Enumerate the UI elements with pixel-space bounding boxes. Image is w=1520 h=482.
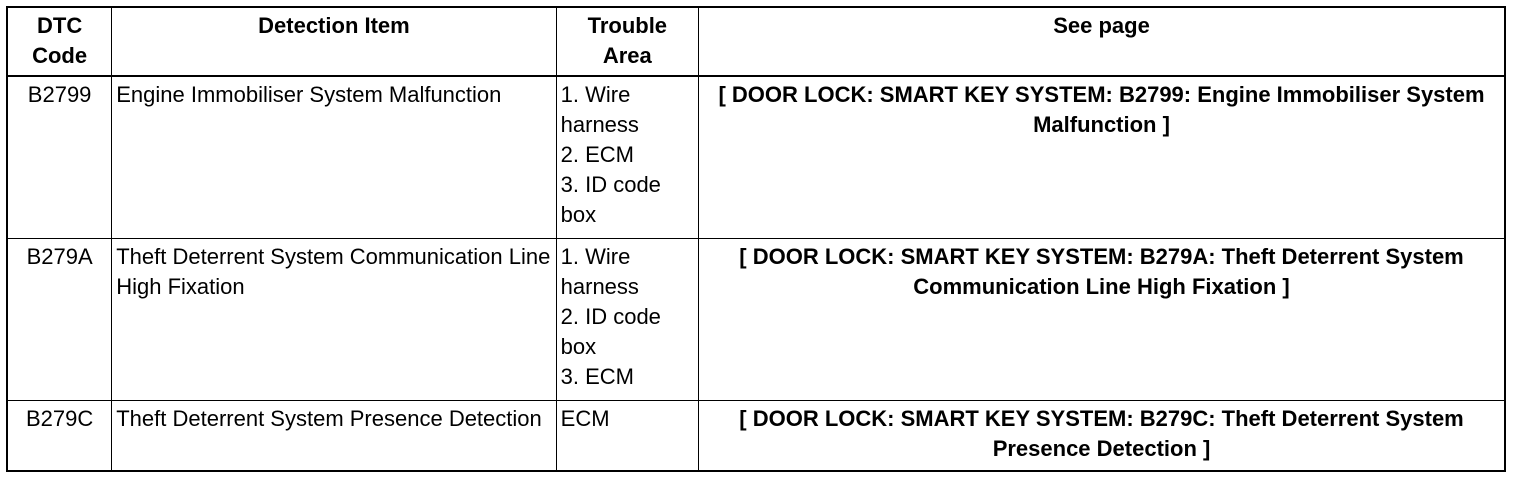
table-row: B279C Theft Deterrent System Presence De… [6,400,1506,472]
dtc-code-cell: B279A [6,238,113,401]
dtc-code-cell: B2799 [6,75,113,239]
trouble-area-line: 2. ID code box [560,304,661,359]
dtc-code-cell: B279C [6,400,113,472]
trouble-area-cell: 1. Wire harness 2. ID code box 3. ECM [555,238,700,401]
detection-item-cell: Theft Deterrent System Presence Detectio… [111,400,557,472]
trouble-area-line: ECM [560,406,610,431]
table-row: B2799 Engine Immobiliser System Malfunct… [6,75,1506,239]
see-page-link[interactable]: [ DOOR LOCK: SMART KEY SYSTEM: B279C: Th… [698,400,1506,472]
header-trouble-area: Trouble Area [555,6,700,77]
header-detection-item: Detection Item [111,6,557,77]
header-dtc-code: DTC Code [6,6,113,77]
header-row: DTC Code Detection Item Trouble Area See… [6,6,1506,77]
trouble-area-line: 1. Wire harness [560,82,639,137]
see-page-link[interactable]: [ DOOR LOCK: SMART KEY SYSTEM: B2799: En… [698,75,1506,239]
trouble-area-line: 3. ID code box [560,172,661,227]
dtc-table: DTC Code Detection Item Trouble Area See… [6,6,1506,472]
table-row: B279A Theft Deterrent System Communicati… [6,238,1506,401]
detection-item-cell: Theft Deterrent System Communication Lin… [111,238,557,401]
see-page-link[interactable]: [ DOOR LOCK: SMART KEY SYSTEM: B279A: Th… [698,238,1506,401]
trouble-area-line: 3. ECM [560,364,634,389]
trouble-area-line: 1. Wire harness [560,244,639,299]
trouble-area-line: 2. ECM [560,142,634,167]
trouble-area-cell: ECM [555,400,700,472]
trouble-area-cell: 1. Wire harness 2. ECM 3. ID code box [555,75,700,239]
detection-item-cell: Engine Immobiliser System Malfunction [111,75,557,239]
header-see-page: See page [698,6,1506,77]
